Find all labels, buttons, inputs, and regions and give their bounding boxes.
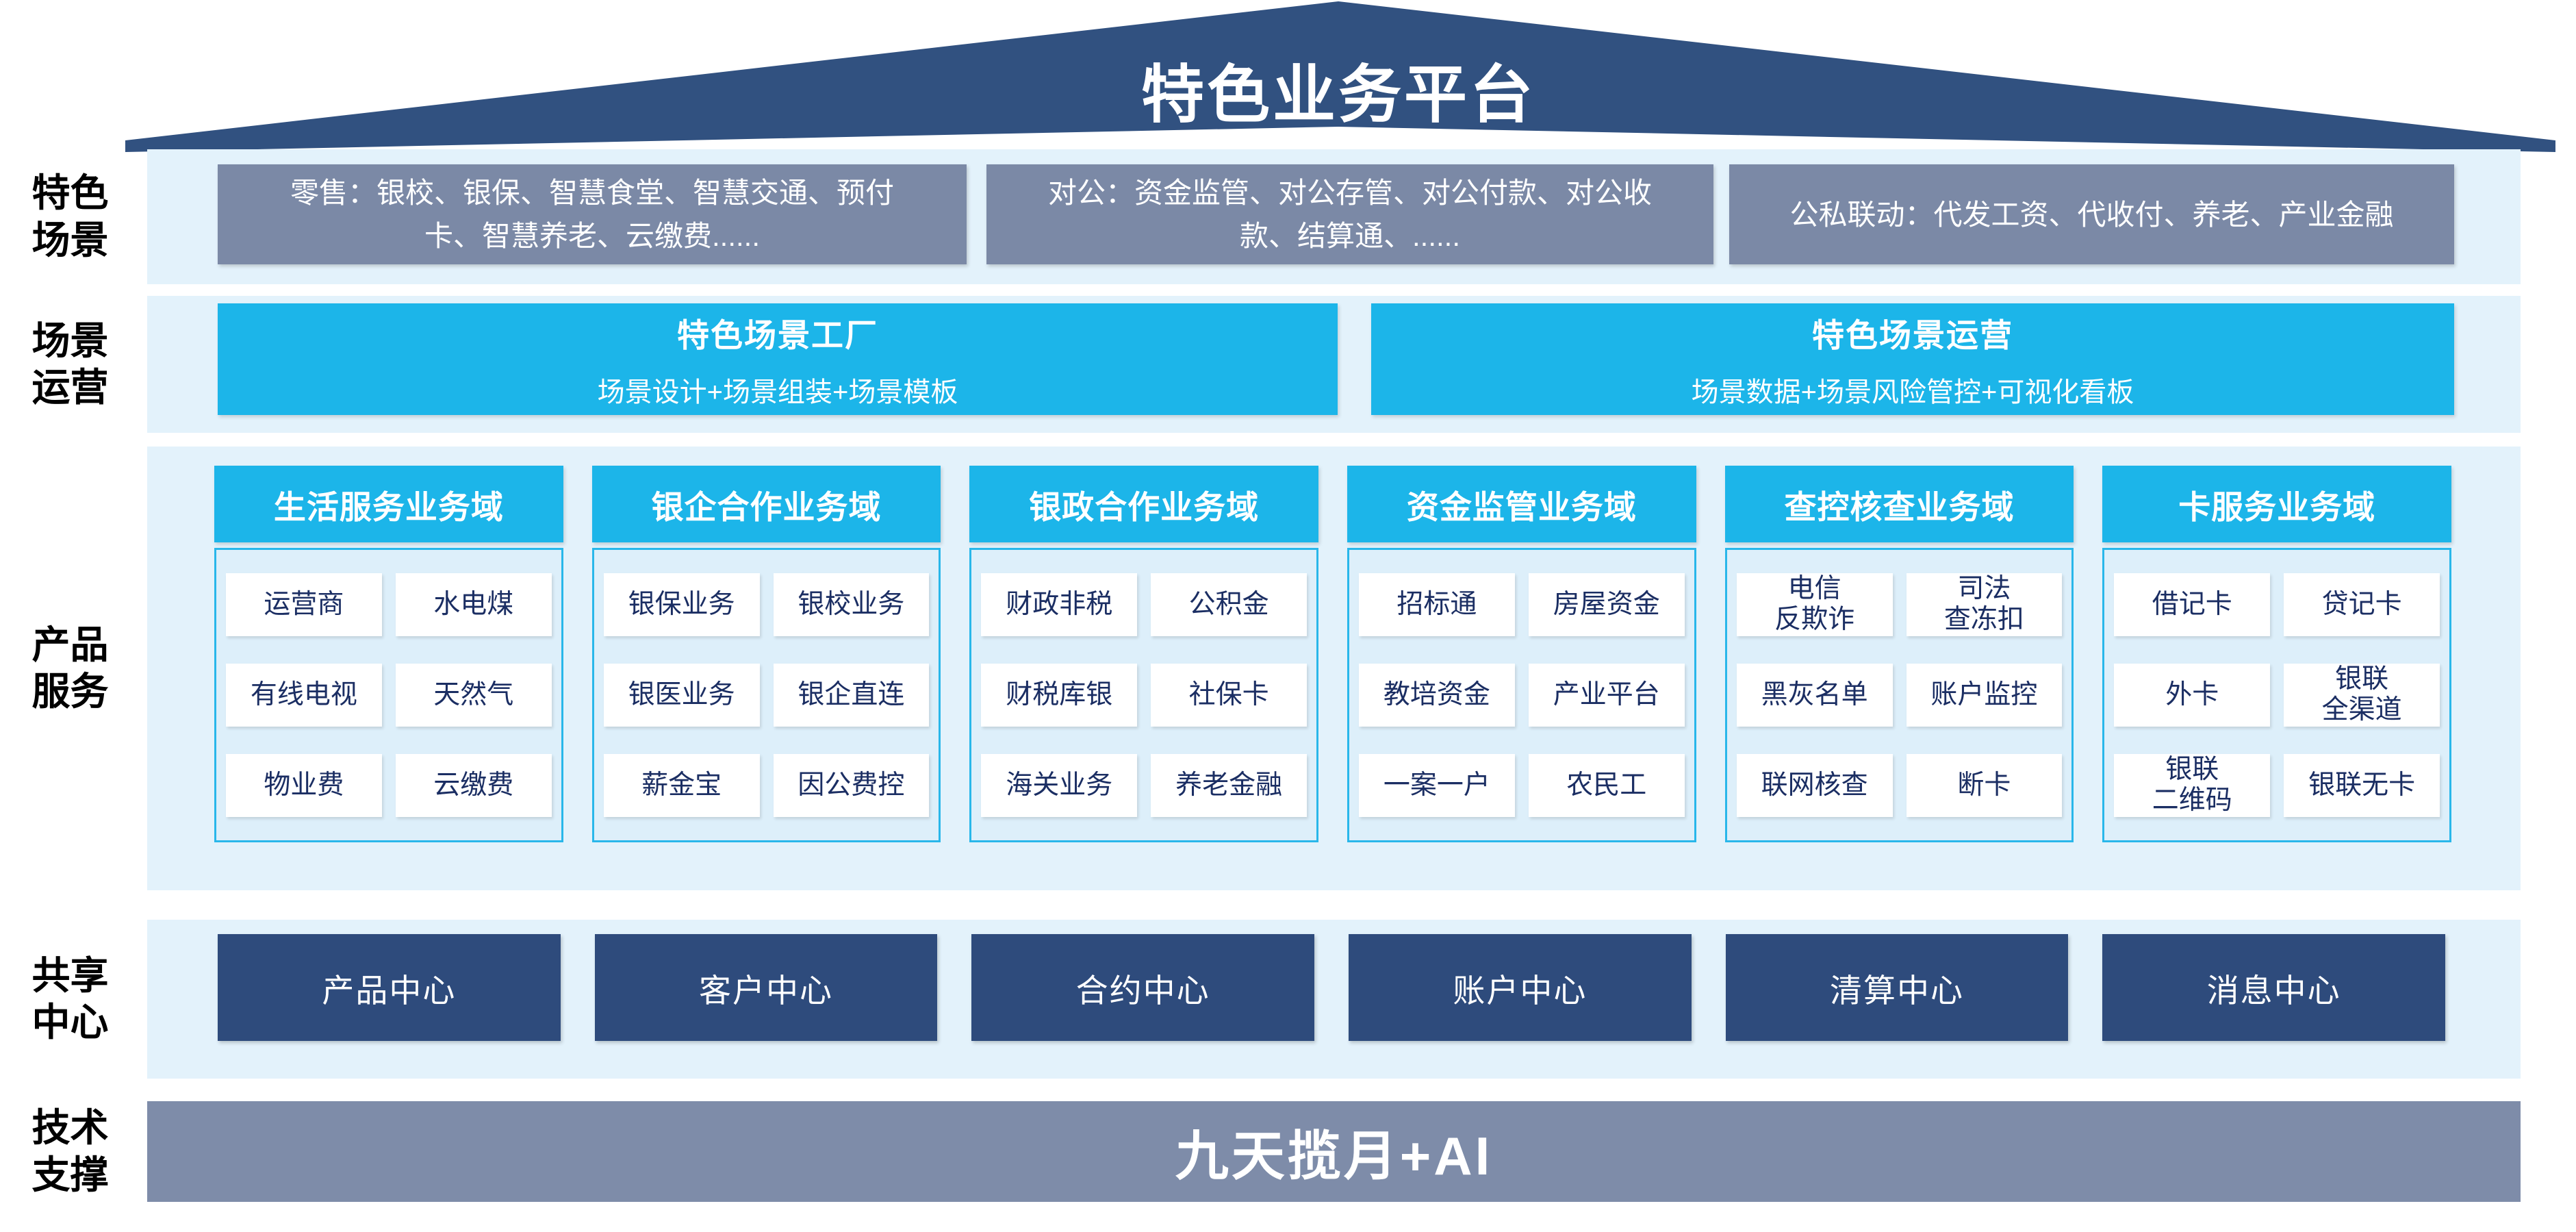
center-box-customer: 客户中心 bbox=[594, 934, 938, 1041]
center-box-product: 产品中心 bbox=[218, 934, 561, 1041]
column-header: 生活服务业务域 bbox=[214, 466, 563, 542]
product-cell: 贷记卡 bbox=[2284, 573, 2440, 636]
scene-operation-box: 特色场景运营 场景数据+场景风险管控+可视化看板 bbox=[1371, 303, 2454, 415]
column-life-services: 生活服务业务域 运营商 水电煤 有线电视 天然气 物业费 云缴费 bbox=[214, 466, 563, 848]
product-cell: 社保卡 bbox=[1151, 664, 1308, 727]
column-body: 银保业务 银校业务 银医业务 银企直连 薪金宝 因公费控 bbox=[591, 548, 941, 842]
scene-factory-title: 特色场景工厂 bbox=[677, 317, 878, 353]
product-cell: 银联 二维码 bbox=[2114, 754, 2271, 817]
product-cell: 养老金融 bbox=[1151, 754, 1308, 817]
product-cell: 账户监控 bbox=[1906, 664, 2063, 727]
product-cell: 薪金宝 bbox=[603, 754, 760, 817]
tech-bar: 九天揽月+AI bbox=[147, 1101, 2521, 1202]
product-cell: 海关业务 bbox=[981, 754, 1138, 817]
column-body: 财政非税 公积金 财税库银 社保卡 海关业务 养老金融 bbox=[969, 548, 1319, 842]
product-cell: 借记卡 bbox=[2114, 573, 2271, 636]
column-header: 查控核查业务域 bbox=[1724, 466, 2074, 542]
scene-box-corporate: 对公：资金监管、对公存管、对公付款、对公收 款、结算通、...... bbox=[986, 164, 1713, 264]
product-cell: 房屋资金 bbox=[1528, 573, 1685, 636]
roof-shape bbox=[125, 1, 2555, 152]
product-cell: 银保业务 bbox=[603, 573, 760, 636]
column-bank-government: 银政合作业务域 财政非税 公积金 财税库银 社保卡 海关业务 养老金融 bbox=[969, 466, 1319, 848]
product-cell: 一案一户 bbox=[1359, 754, 1515, 817]
product-cell: 云缴费 bbox=[395, 754, 552, 817]
product-cell: 有线电视 bbox=[226, 664, 382, 727]
product-cell: 财税库银 bbox=[981, 664, 1138, 727]
center-box-contract: 合约中心 bbox=[971, 934, 1315, 1041]
product-cell: 外卡 bbox=[2114, 664, 2271, 727]
scene-operation-subtitle: 场景数据+场景风险管控+可视化看板 bbox=[1691, 377, 2134, 407]
scene-operation-title: 特色场景运营 bbox=[1812, 317, 2013, 353]
product-cell: 因公费控 bbox=[773, 754, 930, 817]
column-bank-enterprise: 银企合作业务域 银保业务 银校业务 银医业务 银企直连 薪金宝 因公费控 bbox=[591, 466, 941, 848]
column-header: 银企合作业务域 bbox=[591, 466, 941, 542]
column-header: 资金监管业务域 bbox=[1347, 466, 1696, 542]
product-cell: 电信 反欺诈 bbox=[1736, 573, 1893, 636]
product-cell: 农民工 bbox=[1528, 754, 1685, 817]
column-card-services: 卡服务业务域 借记卡 贷记卡 外卡 银联 全渠道 银联 二维码 银联无卡 bbox=[2102, 466, 2452, 848]
product-cell: 水电煤 bbox=[395, 573, 552, 636]
product-cell: 教培资金 bbox=[1359, 664, 1515, 727]
product-cell: 财政非税 bbox=[981, 573, 1138, 636]
product-cell: 断卡 bbox=[1906, 754, 2063, 817]
product-cell: 银校业务 bbox=[773, 573, 930, 636]
tech-bar-text: 九天揽月+AI bbox=[1175, 1125, 1493, 1186]
column-body: 招标通 房屋资金 教培资金 产业平台 一案一户 农民工 bbox=[1347, 548, 1696, 842]
column-body: 借记卡 贷记卡 外卡 银联 全渠道 银联 二维码 银联无卡 bbox=[2102, 548, 2452, 842]
center-box-message: 消息中心 bbox=[2102, 934, 2446, 1041]
product-cell: 银联 全渠道 bbox=[2284, 664, 2440, 727]
row-label-scene: 特色 场景 bbox=[31, 171, 109, 262]
column-inspection-verification: 查控核查业务域 电信 反欺诈 司法 查冻扣 黑灰名单 账户监控 联网核查 断卡 bbox=[1724, 466, 2074, 848]
sharing-centers: 产品中心 客户中心 合约中心 账户中心 清算中心 消息中心 bbox=[218, 934, 2446, 1041]
product-cell: 黑灰名单 bbox=[1736, 664, 1893, 727]
product-cell: 天然气 bbox=[395, 664, 552, 727]
row-label-operation: 场景 运营 bbox=[31, 318, 109, 409]
product-cell: 银企直连 bbox=[773, 664, 930, 727]
scene-factory-box: 特色场景工厂 场景设计+场景组装+场景模板 bbox=[218, 303, 1338, 415]
product-cell: 公积金 bbox=[1151, 573, 1308, 636]
center-box-clearing: 清算中心 bbox=[1725, 934, 2069, 1041]
product-cell: 银联无卡 bbox=[2284, 754, 2440, 817]
column-header: 卡服务业务域 bbox=[2102, 466, 2452, 542]
column-header: 银政合作业务域 bbox=[969, 466, 1319, 542]
product-cell: 招标通 bbox=[1359, 573, 1515, 636]
column-body: 运营商 水电煤 有线电视 天然气 物业费 云缴费 bbox=[214, 548, 563, 842]
product-cell: 运营商 bbox=[226, 573, 382, 636]
product-cell: 物业费 bbox=[226, 754, 382, 817]
scene-box-retail: 零售：银校、银保、智慧食堂、智慧交通、预付 卡、智慧养老、云缴费...... bbox=[218, 164, 967, 264]
row-label-products: 产品 服务 bbox=[31, 623, 109, 713]
roof-title: 特色业务平台 bbox=[1140, 60, 1536, 130]
row-label-tech: 技术 支撑 bbox=[31, 1106, 109, 1196]
column-body: 电信 反欺诈 司法 查冻扣 黑灰名单 账户监控 联网核查 断卡 bbox=[1724, 548, 2074, 842]
scene-box-public-private: 公私联动：代发工资、代收付、养老、产业金融 bbox=[1729, 164, 2454, 264]
product-cell: 银医业务 bbox=[603, 664, 760, 727]
product-cell: 产业平台 bbox=[1528, 664, 1685, 727]
center-box-account: 账户中心 bbox=[1349, 934, 1692, 1041]
product-columns: 生活服务业务域 运营商 水电煤 有线电视 天然气 物业费 云缴费 银企合作业务域… bbox=[214, 466, 2452, 848]
product-cell: 司法 查冻扣 bbox=[1906, 573, 2063, 636]
scene-factory-subtitle: 场景设计+场景组装+场景模板 bbox=[597, 377, 958, 407]
product-cell: 联网核查 bbox=[1736, 754, 1893, 817]
column-fund-supervision: 资金监管业务域 招标通 房屋资金 教培资金 产业平台 一案一户 农民工 bbox=[1347, 466, 1696, 848]
row-label-sharing: 共享 中心 bbox=[31, 953, 109, 1044]
